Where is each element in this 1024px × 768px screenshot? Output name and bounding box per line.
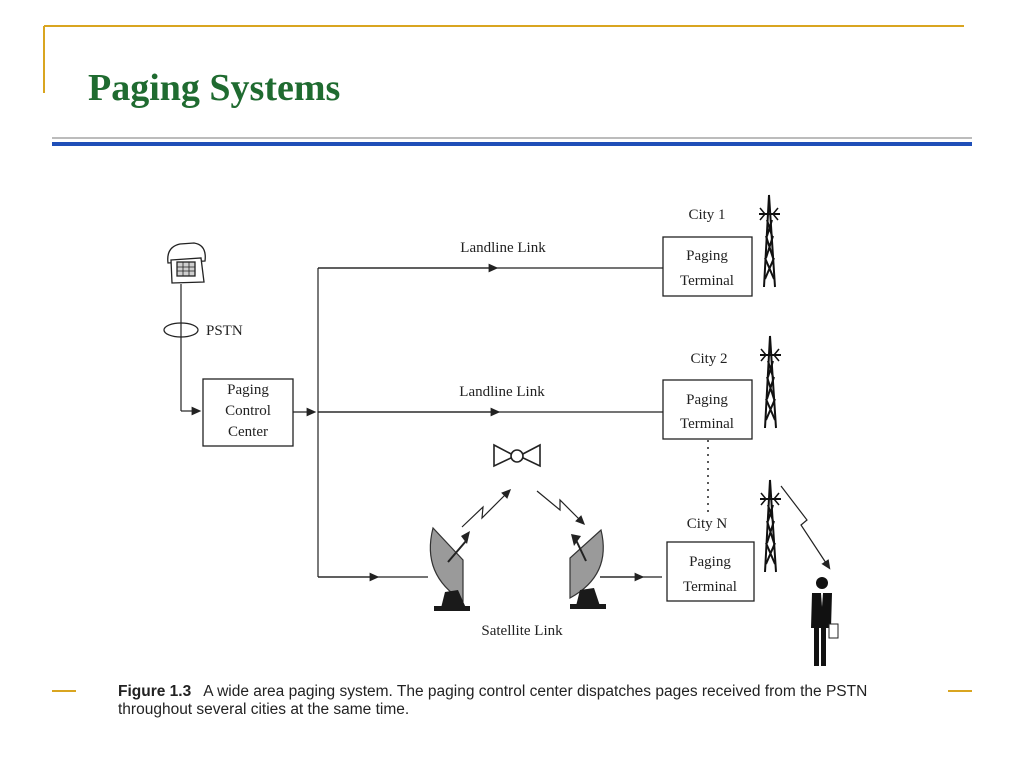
city-n-terminal-line-1: Paging xyxy=(689,554,731,570)
city-n-paging-terminal xyxy=(666,541,755,602)
city-1-label: City 1 xyxy=(688,207,725,223)
city-2-paging-terminal xyxy=(662,379,753,440)
city-n-tower-icon xyxy=(760,479,781,573)
uplink-signal-icon xyxy=(461,488,512,528)
city-1-terminal-line-1: Paging xyxy=(686,248,728,264)
city-1-tower-icon xyxy=(759,194,780,288)
telephone-icon xyxy=(167,242,206,284)
city-n-terminal-line-2: Terminal xyxy=(683,579,737,595)
pstn-label: PSTN xyxy=(206,323,243,339)
slide-title: Paging Systems xyxy=(88,67,341,109)
landline-link-label-2: Landline Link xyxy=(459,384,545,400)
city-1-terminal-line-2: Terminal xyxy=(680,273,734,289)
landline-link-label-1: Landline Link xyxy=(460,240,546,256)
figure-caption: Figure 1.3 A wide area paging system. Th… xyxy=(118,683,918,719)
person-with-briefcase-icon xyxy=(811,577,839,666)
paging-control-center xyxy=(202,378,294,447)
slide-frame xyxy=(43,25,972,692)
pstn-cloud-icon xyxy=(163,322,199,338)
figure-caption-text: A wide area paging system. The paging co… xyxy=(118,683,868,718)
link-lines xyxy=(293,263,663,582)
city-n-label: City N xyxy=(687,516,728,532)
control-center-line-1: Paging xyxy=(227,382,269,398)
paging-signal-icon xyxy=(780,485,831,570)
satellite-link-label: Satellite Link xyxy=(481,623,563,639)
city-1-paging-terminal xyxy=(662,236,753,297)
city-2-terminal-line-1: Paging xyxy=(686,392,728,408)
city-2-terminal-line-2: Terminal xyxy=(680,416,734,432)
city-2-label: City 2 xyxy=(690,351,727,367)
city-2-tower-icon xyxy=(760,335,781,429)
figure-number: Figure 1.3 xyxy=(118,683,192,700)
downlink-signal-icon xyxy=(536,490,586,526)
control-center-line-2: Control xyxy=(225,403,271,419)
satellite-icon xyxy=(493,443,541,468)
control-center-line-3: Center xyxy=(228,424,268,440)
downlink-dish-icon xyxy=(569,528,606,609)
uplink-dish-icon xyxy=(429,526,470,611)
